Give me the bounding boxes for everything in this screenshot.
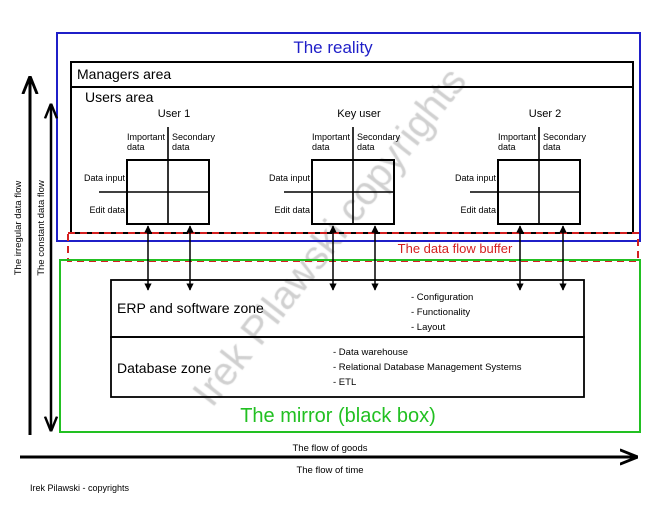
data-input-label: Data input xyxy=(455,173,497,183)
secondary-data-label: Secondary xyxy=(543,132,587,142)
important-data-label: Important xyxy=(312,132,351,142)
erp-item: - Layout xyxy=(411,322,446,333)
managers-area-label: Managers area xyxy=(77,66,171,82)
important-data-label: data xyxy=(498,142,516,152)
user-title: User 2 xyxy=(529,108,561,120)
data-flow-buffer xyxy=(67,232,639,262)
database-item: - Relational Database Management Systems xyxy=(333,362,522,373)
important-data-label: data xyxy=(127,142,145,152)
erp-item: - Functionality xyxy=(411,307,470,318)
secondary-data-label: Secondary xyxy=(172,132,216,142)
edit-data-label: Edit data xyxy=(274,205,310,215)
users-area-label: Users area xyxy=(85,89,154,105)
irregular-flow-label: The irregular data flow xyxy=(13,181,24,276)
secondary-data-label: data xyxy=(357,142,375,152)
user-title: User 1 xyxy=(158,108,190,120)
footer-copyright: Irek Pilawski - copyrights xyxy=(30,483,130,493)
reality-title: The reality xyxy=(293,38,373,57)
important-data-label: Important xyxy=(127,132,166,142)
user-title: Key user xyxy=(337,108,381,120)
erp-item: - Configuration xyxy=(411,292,473,303)
secondary-data-label: data xyxy=(543,142,561,152)
edit-data-label: Edit data xyxy=(460,205,496,215)
constant-flow-label: The constant data flow xyxy=(36,180,47,276)
edit-data-label: Edit data xyxy=(89,205,125,215)
database-zone-label: Database zone xyxy=(117,360,211,376)
time-flow-label: The flow of time xyxy=(296,465,363,476)
important-data-label: Important xyxy=(498,132,537,142)
secondary-data-label: Secondary xyxy=(357,132,401,142)
important-data-label: data xyxy=(312,142,330,152)
data-input-label: Data input xyxy=(269,173,311,183)
mirror-title: The mirror (black box) xyxy=(240,405,436,427)
goods-flow-label: The flow of goods xyxy=(293,443,368,454)
secondary-data-label: data xyxy=(172,142,190,152)
database-item: - ETL xyxy=(333,377,356,388)
data-input-label: Data input xyxy=(84,173,126,183)
database-item: - Data warehouse xyxy=(333,347,408,358)
data-flow-buffer-label: The data flow buffer xyxy=(398,241,513,256)
database-zone-box xyxy=(110,336,585,398)
erp-zone-label: ERP and software zone xyxy=(117,300,264,316)
mirror-box xyxy=(59,259,641,433)
users-area-box xyxy=(70,86,634,234)
